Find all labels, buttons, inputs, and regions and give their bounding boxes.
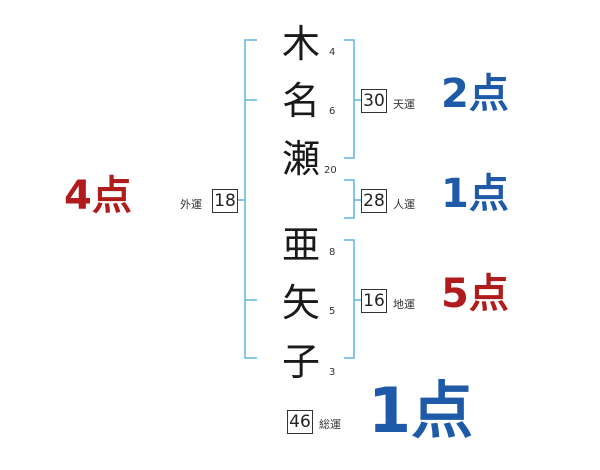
ten-un-value-box: 30 xyxy=(361,89,387,113)
given-char-3: 子 xyxy=(281,340,320,384)
sou-un-label: 総運 xyxy=(319,418,341,431)
jin-un-bracket xyxy=(344,179,355,219)
stroke-count: 6 xyxy=(329,106,336,117)
gai-un-value-box: 18 xyxy=(212,189,238,213)
surname-char-2: 名 xyxy=(281,79,320,123)
jin-un-value-box: 28 xyxy=(361,189,387,213)
sou-un-score: 1点 xyxy=(368,374,474,447)
chi-un-label: 地運 xyxy=(393,298,415,311)
stroke-count: 8 xyxy=(329,247,336,258)
stroke-count: 3 xyxy=(329,367,336,378)
stroke-count: 4 xyxy=(329,47,336,58)
gai-un-label: 外運 xyxy=(180,198,202,211)
chi-un-score: 5点 xyxy=(441,271,509,317)
chi-un-bracket xyxy=(344,239,355,359)
chi-un-value-box: 16 xyxy=(361,289,387,313)
jin-un-label: 人運 xyxy=(393,198,415,211)
surname-char-1: 木 xyxy=(281,22,320,66)
given-char-1: 亜 xyxy=(281,223,320,267)
jin-un-score: 1点 xyxy=(441,171,509,217)
stroke-count: 20 xyxy=(324,165,337,176)
given-char-2: 矢 xyxy=(281,281,320,325)
ten-un-label: 天運 xyxy=(393,98,415,111)
surname-char-3: 瀬 xyxy=(281,137,320,181)
ten-un-score: 2点 xyxy=(441,71,509,117)
outer-left-bracket xyxy=(244,39,257,359)
ten-un-bracket xyxy=(344,39,355,159)
stroke-count: 5 xyxy=(329,306,336,317)
gai-un-score: 4点 xyxy=(64,173,132,219)
sou-un-value-box: 46 xyxy=(287,410,313,434)
